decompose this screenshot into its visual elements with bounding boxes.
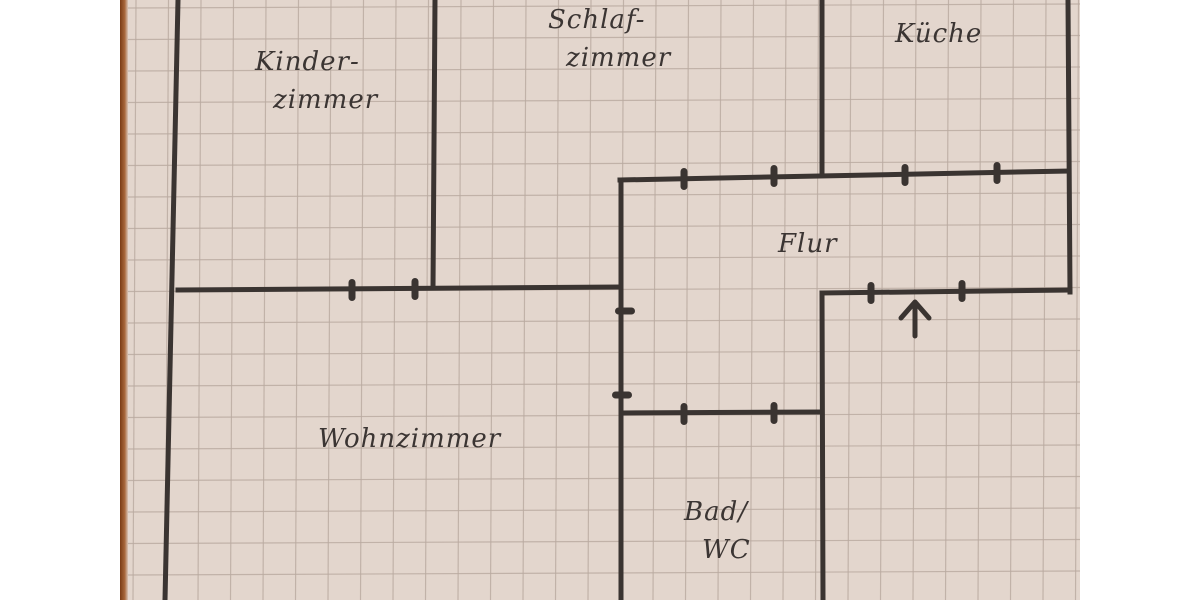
wall-line bbox=[430, 0, 438, 291]
room-label-kinderzimmer: zimmer bbox=[272, 85, 379, 115]
room-label-schlafzimmer: Schlaf- bbox=[548, 5, 645, 35]
door-mark bbox=[411, 278, 419, 300]
door-mark bbox=[993, 162, 1001, 184]
wall-line bbox=[175, 284, 623, 293]
room-labels: Kinder-zimmer Schlaf-zimmer KücheFlurWohnz… bbox=[254, 5, 982, 565]
wall-line bbox=[619, 409, 825, 416]
door-mark bbox=[348, 279, 356, 301]
wall-line bbox=[162, 0, 181, 600]
door-mark bbox=[770, 165, 778, 187]
room-label-flur: Flur bbox=[777, 229, 838, 259]
wall-line bbox=[819, 287, 1073, 296]
door-mark bbox=[680, 403, 688, 425]
wall-line bbox=[1065, 0, 1073, 295]
door-mark bbox=[958, 280, 966, 302]
wall-line bbox=[617, 168, 1071, 183]
door-mark bbox=[770, 402, 778, 424]
room-label-kueche: Küche bbox=[894, 19, 982, 49]
room-label-kinderzimmer: Kinder- bbox=[254, 47, 360, 77]
door-mark bbox=[615, 307, 635, 315]
entrance-arrow-icon bbox=[898, 299, 932, 339]
table-edge bbox=[120, 0, 128, 600]
room-label-schlafzimmer: zimmer bbox=[565, 43, 672, 73]
door-mark bbox=[867, 282, 875, 304]
room-label-bad-wc: Bad/ bbox=[683, 497, 749, 527]
door-marks bbox=[348, 162, 1001, 425]
door-mark bbox=[901, 164, 909, 186]
walls bbox=[162, 0, 1073, 600]
door-mark bbox=[612, 391, 632, 399]
room-label-bad-wc: WC bbox=[702, 535, 751, 565]
grid-lines bbox=[127, 0, 1081, 600]
room-label-wohnzimmer: Wohnzimmer bbox=[318, 424, 502, 454]
wall-line bbox=[819, 290, 826, 600]
door-mark bbox=[680, 168, 688, 190]
